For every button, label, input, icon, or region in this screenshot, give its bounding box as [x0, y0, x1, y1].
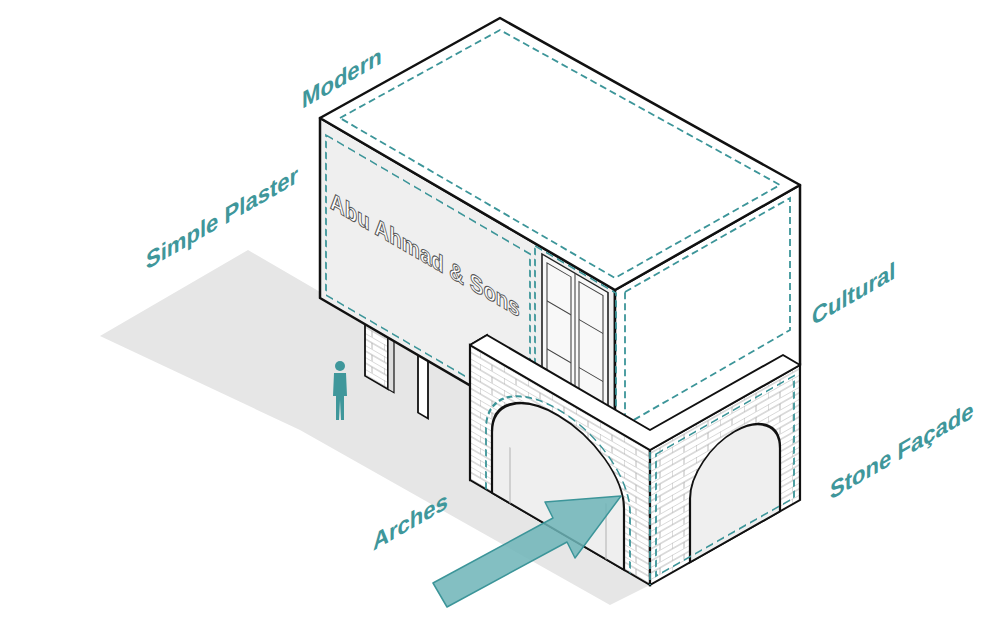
element-label: Arches — [373, 486, 448, 557]
material-label: Stone Façade — [830, 395, 974, 506]
wall-top — [470, 335, 800, 450]
dashed-outline — [649, 452, 651, 585]
entrance-arrow — [433, 496, 621, 607]
scale-person — [333, 361, 347, 420]
style-label: Cultural — [812, 256, 895, 332]
material-label: Simple Plaster — [146, 160, 298, 276]
